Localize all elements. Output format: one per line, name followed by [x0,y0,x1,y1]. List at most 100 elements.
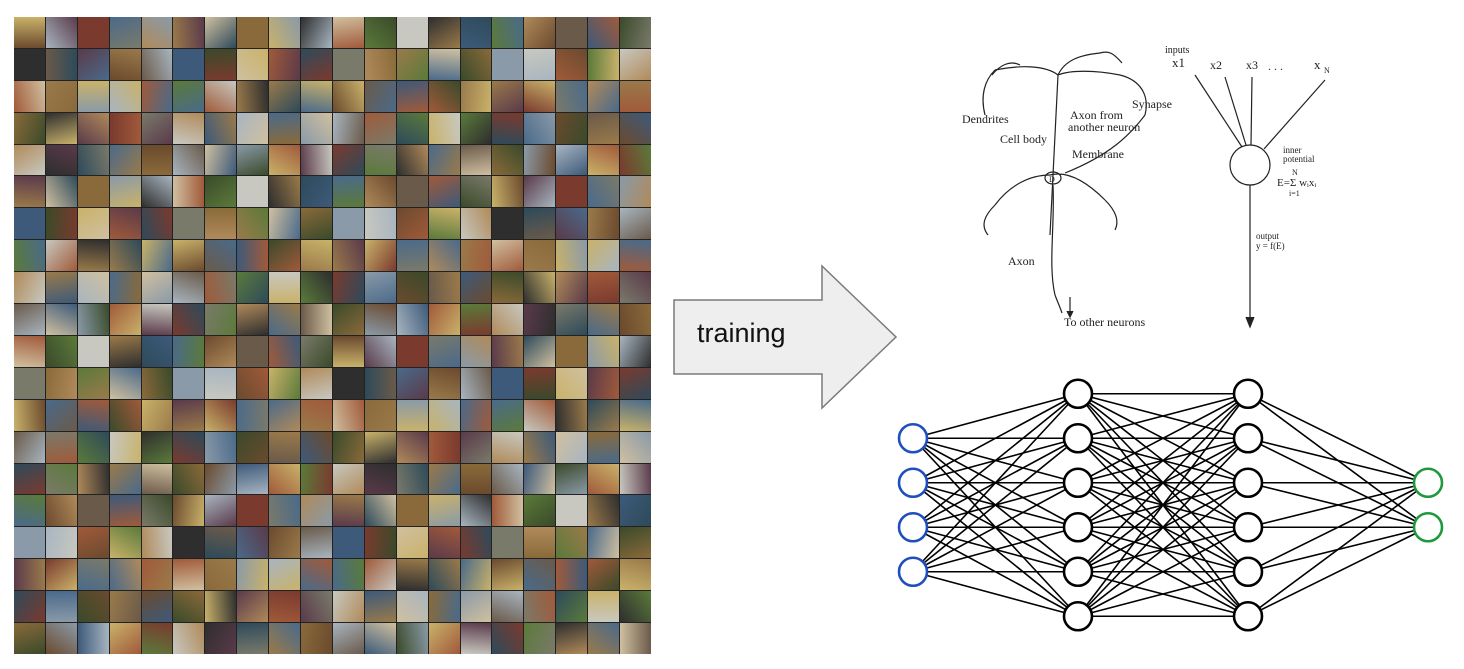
image-tile [237,591,269,623]
image-tile [492,240,524,272]
image-tile [269,80,301,112]
image-tile [237,431,269,463]
hidden-node [1062,467,1094,499]
image-tile [237,48,269,80]
image-tile [14,176,45,208]
image-tile [620,367,651,399]
image-tile [556,208,588,240]
image-tile [460,399,492,431]
image-tile [460,144,492,176]
image-tile [269,367,301,399]
image-tile [396,208,428,240]
input-node [897,422,929,454]
image-tile [460,431,492,463]
image-tile [332,463,364,495]
image-tile [301,240,332,272]
image-tile [109,431,141,463]
image-tile [492,527,524,559]
image-tile [396,591,428,623]
image-tile [588,304,620,335]
image-tile [364,240,396,272]
image-tile [556,527,588,559]
image-tile [524,112,556,144]
image-tile [109,176,141,208]
image-tile [301,304,332,335]
image-tile [396,144,428,176]
image-tile [620,272,651,304]
image-tile [332,559,364,591]
image-tile [620,208,651,240]
image-tile [14,559,45,591]
image-tile [332,144,364,176]
image-tile [77,623,109,654]
image-tile [45,304,77,335]
image-tile [460,208,492,240]
perceptron [1194,74,1326,329]
image-tile [14,208,45,240]
image-tile [173,463,205,495]
image-tile [205,495,237,527]
image-tile [524,304,556,335]
image-tile [364,559,396,591]
image-tile [588,208,620,240]
image-tile [588,112,620,144]
image-tile [269,176,301,208]
image-tile [173,176,205,208]
image-tile [620,176,651,208]
image-tile [77,144,109,176]
image-tile [77,463,109,495]
network-edge [912,392,1079,440]
image-tile [492,176,524,208]
image-tile [109,304,141,335]
image-tile [173,112,205,144]
image-tile [460,176,492,208]
label-inner: inner [1283,145,1302,155]
image-tile [492,559,524,591]
image-tile [364,17,396,48]
network-edge [1077,393,1249,484]
image-tile [524,399,556,431]
image-tile [301,527,332,559]
image-tile [524,463,556,495]
image-tile [141,144,173,176]
image-tile [77,176,109,208]
image-tile [14,399,45,431]
image-tile [556,176,588,208]
image-tile [141,591,173,623]
image-tile [428,591,460,623]
image-tile [109,80,141,112]
image-tile [141,208,173,240]
arrow-shape [673,264,898,410]
image-tile [460,240,492,272]
image-tile [524,144,556,176]
image-tile [237,272,269,304]
image-tile [14,335,45,367]
image-tile [364,48,396,80]
image-tile [460,272,492,304]
image-tile [109,367,141,399]
image-tile [428,527,460,559]
image-tile [205,399,237,431]
image-tile [556,240,588,272]
network-edge [1077,392,1249,440]
summing-unit [1229,144,1271,186]
image-tile [173,304,205,335]
image-tile [556,591,588,623]
image-tile [173,144,205,176]
image-tile [524,431,556,463]
image-tile [524,335,556,367]
image-tile [396,527,428,559]
image-tile [332,176,364,208]
image-tile [620,463,651,495]
image-tile [396,623,428,654]
image-tile [205,527,237,559]
image-tile [173,80,205,112]
image-tile [109,463,141,495]
image-tile [556,304,588,335]
image-tile [588,240,620,272]
image-tile [364,495,396,527]
image-tile [14,17,45,48]
image-tile [620,335,651,367]
image-tile [524,208,556,240]
image-tile [588,335,620,367]
